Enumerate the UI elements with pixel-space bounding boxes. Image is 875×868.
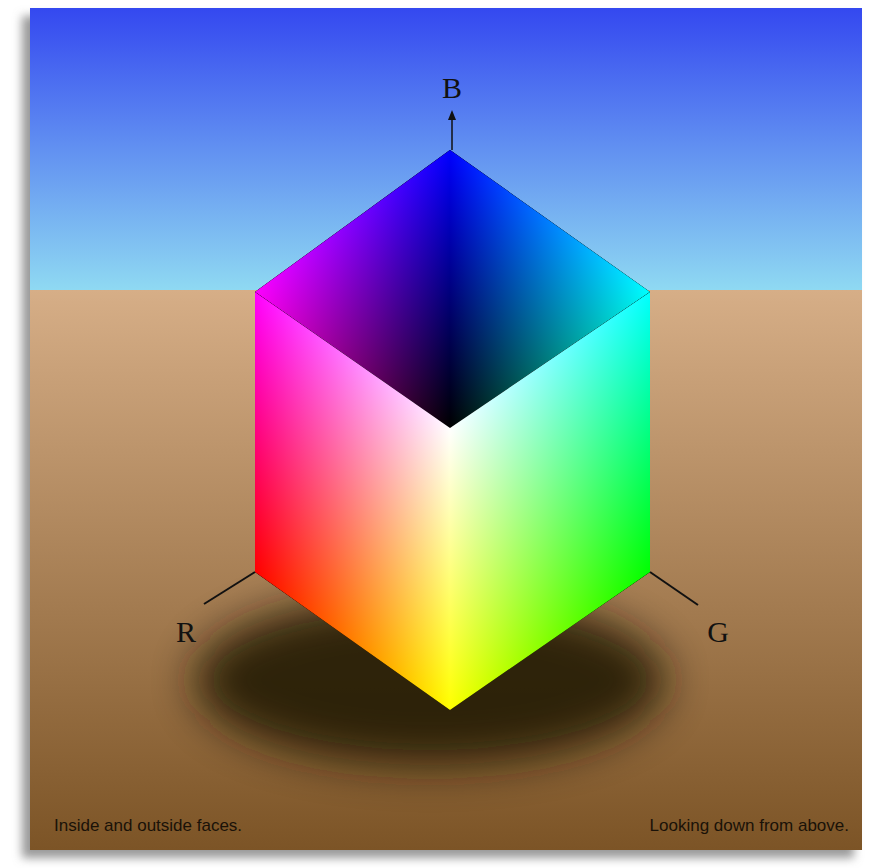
note-text: Inside and outside faces. xyxy=(54,816,242,836)
axis-label: G xyxy=(707,615,729,649)
axis-label: B xyxy=(442,71,462,105)
note-text: Looking down from above. xyxy=(650,816,849,836)
axis-label: R xyxy=(176,615,196,649)
